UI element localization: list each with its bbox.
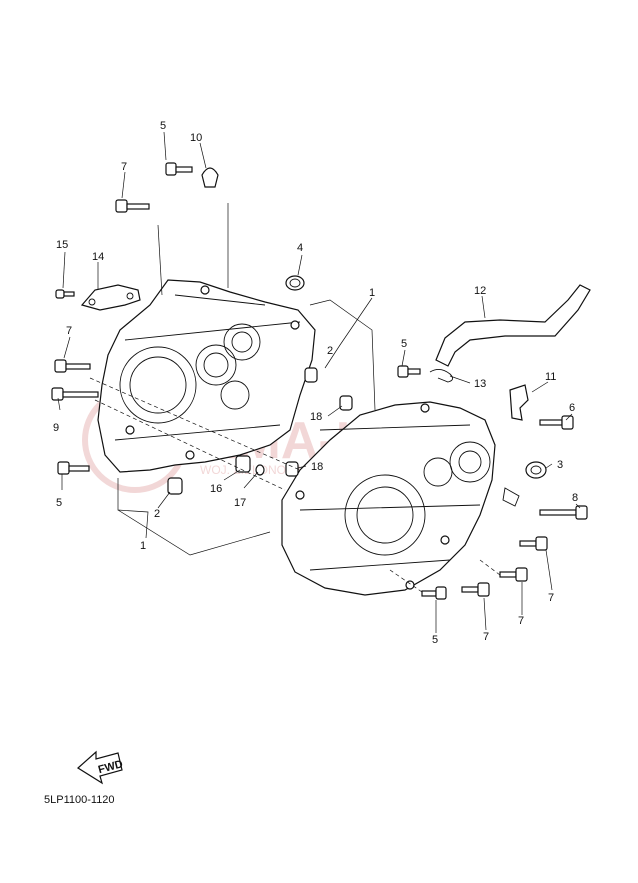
bolt-boss bbox=[125, 425, 135, 435]
part-code: 5LP1100-1120 bbox=[44, 794, 115, 806]
callout-5: 5 bbox=[56, 497, 62, 509]
right-crankcase-outline bbox=[281, 401, 496, 596]
callout-2: 2 bbox=[154, 508, 160, 520]
left-bearing-bore-2 bbox=[195, 344, 237, 386]
right-crank-bore-outer bbox=[344, 474, 426, 556]
left-bearing-bore-3 bbox=[220, 380, 250, 410]
left-crank-bore-outer bbox=[119, 346, 197, 424]
left-crankcase bbox=[97, 279, 316, 473]
left-bearing-bore-2-inner bbox=[203, 352, 229, 378]
callout-1: 1 bbox=[140, 540, 146, 552]
callout-6: 6 bbox=[569, 402, 575, 414]
bolt-part-7-right-1 bbox=[519, 536, 548, 551]
clip-part-small bbox=[502, 487, 520, 507]
callout-5: 5 bbox=[401, 338, 407, 350]
bolt-boss bbox=[405, 580, 415, 590]
bolt-boss bbox=[295, 490, 305, 500]
dowel-part-18-top bbox=[339, 395, 353, 411]
callout-12: 12 bbox=[474, 285, 486, 297]
bolt-boss bbox=[290, 320, 300, 330]
bolt-part-7-right-2 bbox=[499, 567, 528, 582]
bolt-part-15 bbox=[55, 289, 75, 299]
bolt-part-7-left bbox=[54, 359, 91, 373]
right-crankcase-rib bbox=[299, 424, 481, 571]
callout-16: 16 bbox=[210, 483, 222, 495]
right-crank-bore-inner bbox=[356, 486, 414, 544]
callout-9: 9 bbox=[53, 422, 59, 434]
callout-14: 14 bbox=[92, 251, 104, 263]
callout-2: 2 bbox=[327, 345, 333, 357]
callout-10: 10 bbox=[190, 132, 202, 144]
callout-7: 7 bbox=[518, 615, 524, 627]
callouts: 5 10 7 15 14 4 1 2 7 9 5 2 1 16 17 18 18… bbox=[53, 120, 578, 646]
left-crank-bore-inner bbox=[129, 356, 187, 414]
callout-18: 18 bbox=[311, 461, 323, 473]
bolt-part-7-right-3 bbox=[461, 582, 490, 597]
right-crankcase bbox=[281, 401, 496, 596]
right-bearing-bore-1 bbox=[449, 441, 491, 483]
callout-7: 7 bbox=[548, 592, 554, 604]
callout-13: 13 bbox=[474, 378, 486, 390]
left-bearing-bore-1-inner bbox=[231, 331, 253, 353]
assembly-axis bbox=[89, 377, 301, 491]
bolt-boss bbox=[185, 450, 195, 460]
callout-5: 5 bbox=[432, 634, 438, 646]
hose-part-12 bbox=[435, 284, 591, 367]
callout-8: 8 bbox=[572, 492, 578, 504]
leader-lines bbox=[57, 131, 581, 633]
left-crankcase-outline bbox=[97, 279, 316, 473]
bolt-part-5-left bbox=[57, 461, 90, 475]
bolt-part-7-top bbox=[115, 199, 150, 213]
callout-7: 7 bbox=[66, 325, 72, 337]
bolt-part-8 bbox=[539, 505, 588, 520]
callout-18: 18 bbox=[310, 411, 322, 423]
clamp-part-10 bbox=[201, 167, 219, 188]
left-bearing-bore-1 bbox=[223, 323, 261, 361]
callout-5: 5 bbox=[160, 120, 166, 132]
dowel-part-2-bottom bbox=[167, 477, 183, 495]
dowel-part-2-top bbox=[304, 367, 318, 383]
clip-part-13 bbox=[429, 369, 453, 383]
bolt-boss bbox=[420, 403, 430, 413]
bolt-part-9 bbox=[51, 387, 99, 401]
right-bearing-bore-1-inner bbox=[458, 450, 482, 474]
right-bearing-bore-2 bbox=[423, 457, 453, 487]
fwd-arrow-icon: FWD bbox=[77, 750, 124, 785]
callout-7: 7 bbox=[483, 631, 489, 643]
callout-3: 3 bbox=[557, 459, 563, 471]
bolt-part-5-right-bottom bbox=[421, 586, 447, 600]
oring-part-17 bbox=[255, 464, 265, 476]
callout-7: 7 bbox=[121, 161, 127, 173]
bolt-part-5-top bbox=[165, 162, 193, 176]
callout-17: 17 bbox=[234, 497, 246, 509]
callout-4: 4 bbox=[297, 242, 303, 254]
dowel-part-16 bbox=[235, 455, 251, 473]
bracket-part-14 bbox=[80, 284, 141, 311]
callout-11: 11 bbox=[545, 371, 556, 383]
callout-1: 1 bbox=[369, 287, 375, 299]
bracket-part-11 bbox=[509, 384, 529, 421]
bolt-boss bbox=[200, 285, 210, 295]
bolt-part-6 bbox=[539, 415, 574, 430]
washer-part-3 bbox=[525, 461, 547, 479]
seal-part-4 bbox=[285, 275, 305, 291]
dowel-part-18-mid bbox=[285, 461, 299, 477]
bolt-boss bbox=[440, 535, 450, 545]
callout-15: 15 bbox=[56, 239, 68, 251]
left-crankcase-rib bbox=[114, 294, 301, 441]
bolt-part-5-right-top bbox=[397, 365, 421, 378]
